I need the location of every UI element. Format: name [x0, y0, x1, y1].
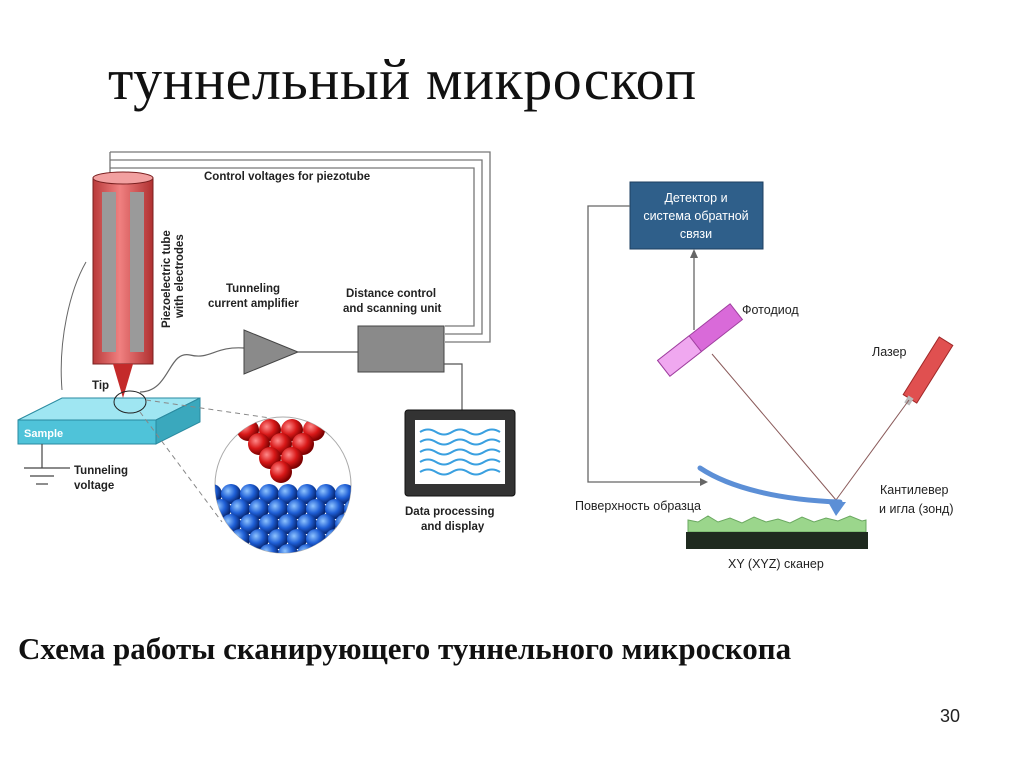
substrate-atom — [278, 514, 298, 534]
substrate-atom — [240, 514, 260, 534]
stm-diagram: Control voltages for piezotube Piezoelec… — [17, 151, 516, 564]
atom-zoom — [214, 416, 383, 564]
substrate-atom — [230, 499, 250, 519]
sample-surface — [687, 515, 867, 533]
substrate-atom — [259, 514, 279, 534]
control-wires — [109, 151, 491, 343]
substrate-atom — [221, 544, 241, 553]
cantilever-label-line1: Кантилевер — [880, 483, 949, 497]
amp-wire — [139, 347, 245, 393]
zoom-region-marker — [113, 390, 147, 414]
substrate-atom — [240, 484, 260, 504]
cantilever — [697, 465, 843, 505]
substrate-atom — [325, 529, 345, 549]
substrate-atom — [354, 544, 374, 564]
sample-surface-label: Поверхность образца — [575, 499, 701, 513]
control-to-display-wire — [444, 363, 463, 410]
feedback-arrowhead — [700, 478, 708, 486]
zoom-line-bottom — [139, 411, 223, 523]
tip-wire — [60, 261, 87, 391]
ground-symbol — [24, 444, 70, 485]
sample-label: Sample — [24, 428, 63, 440]
substrate-atom — [215, 544, 222, 553]
cantilever-label-line2: и игла (зонд) — [879, 502, 954, 516]
substrate-atom — [215, 484, 222, 504]
substrate-atom — [316, 544, 336, 553]
detector-box — [629, 181, 764, 250]
feedback-loop-line — [587, 205, 700, 483]
detector-label-line3: связи — [680, 227, 712, 241]
tunneling-voltage-line1: Tunneling — [74, 465, 128, 477]
piezo-tube — [92, 171, 154, 398]
laser-beam-incident — [835, 399, 910, 501]
substrate-atom — [297, 514, 317, 534]
probe-tip — [828, 502, 846, 516]
amplifier-triangle — [243, 329, 300, 375]
tunneling-voltage-line2: voltage — [74, 480, 114, 492]
substrate-atom — [325, 499, 345, 519]
data-processing-label-line2: and display — [421, 521, 485, 533]
laser-label: Лазер — [872, 345, 907, 359]
tip-atom — [270, 461, 292, 483]
scanner-label: XY (XYZ) сканер — [728, 557, 824, 571]
substrate-atom — [215, 529, 231, 549]
substrate-atom — [278, 484, 298, 504]
afm-diagram: Детектор и система обратной связи Фотоди… — [575, 181, 954, 571]
piezo-label-line2: with electrodes — [174, 234, 186, 319]
tip-label: Tip — [92, 380, 109, 392]
substrate-atom — [215, 514, 222, 534]
substrate-atom — [335, 544, 351, 553]
distance-control-box — [357, 325, 445, 373]
detector-arrowhead — [690, 249, 698, 258]
detector-label-line1: Детектор и — [664, 191, 727, 205]
substrate-atom — [240, 544, 260, 553]
substrate-atom — [221, 484, 241, 504]
substrate-atom — [259, 484, 279, 504]
distance-control-label-line2: and scanning unit — [343, 303, 442, 315]
substrate-atom — [363, 499, 383, 519]
amplifier-label-line1: Tunneling — [226, 283, 280, 295]
substrate-atom — [268, 499, 288, 519]
laser-beam-reflected — [711, 353, 837, 501]
zoom-line-top — [145, 399, 271, 419]
substrate-atom — [354, 484, 374, 504]
substrate-atom — [259, 544, 279, 553]
substrate-atom — [268, 529, 288, 549]
substrate-atom — [287, 499, 307, 519]
substrate-atom — [354, 514, 374, 534]
xy-scanner — [686, 532, 868, 549]
substrate-atom — [249, 499, 269, 519]
substrate-atom — [344, 529, 351, 549]
substrate-atom — [316, 484, 336, 504]
substrate-atom — [278, 544, 298, 553]
substrate-atom — [249, 529, 269, 549]
substrate-atom — [316, 514, 336, 534]
substrate-atom — [297, 544, 317, 553]
data-processing-label-line1: Data processing — [405, 506, 494, 518]
distance-control-label-line1: Distance control — [346, 288, 436, 300]
substrate-atom — [230, 529, 250, 549]
piezo-label-line1: Piezoelectric tube — [161, 230, 173, 328]
sample-slab — [17, 397, 201, 445]
page-number: 30 — [940, 706, 961, 726]
amplifier-label-line2: current amplifier — [208, 298, 299, 310]
substrate-atom — [287, 529, 307, 549]
substrate-atom — [335, 514, 351, 534]
slide-title: туннельный микроскоп — [108, 47, 697, 112]
laser — [902, 336, 954, 406]
detector-label-line2: система обратной — [643, 209, 748, 223]
photodiode-label: Фотодиод — [742, 303, 799, 317]
slide-caption: Схема работы сканирующего туннельного ми… — [18, 631, 792, 666]
display-monitor — [404, 409, 516, 497]
substrate-atom — [297, 484, 317, 504]
substrate-atom — [306, 499, 326, 519]
substrate-atom — [363, 529, 383, 549]
control-voltages-label: Control voltages for piezotube — [204, 171, 370, 183]
photodiode — [656, 303, 744, 377]
